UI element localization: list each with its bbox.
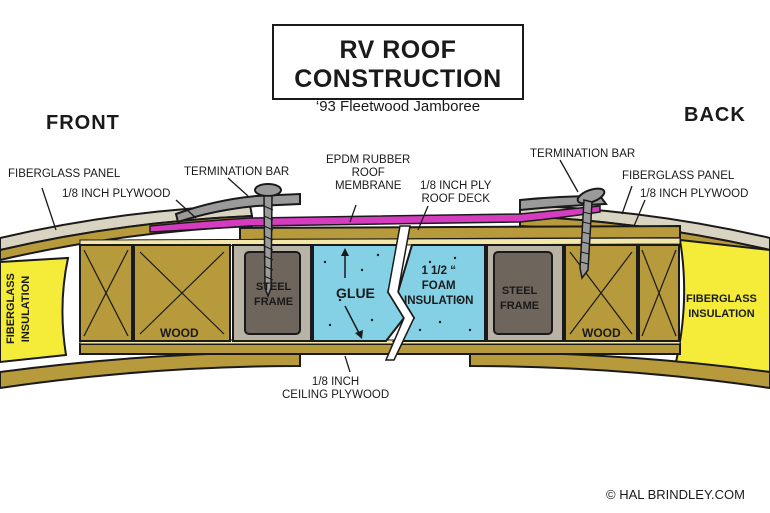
label-wood-right: WOOD	[582, 326, 621, 340]
screw-right-icon	[576, 187, 606, 280]
ceiling-curve-left	[0, 350, 301, 390]
callout-epdm-membrane: EPDM RUBBER ROOF MEMBRANE	[326, 154, 411, 192]
front-label: FRONT	[46, 112, 120, 134]
callout-ceiling-plywood: 1/8 INCH CEILING PLYWOOD	[282, 376, 390, 401]
callout-termination-bar-left: TERMINATION BAR	[184, 166, 290, 178]
label-steel-frame-right: STEEL FRAME	[500, 285, 540, 312]
arrowhead	[341, 248, 349, 256]
foam-speckles	[323, 253, 472, 332]
steel-frame-right	[493, 251, 553, 335]
callout-fiberglass-panel-right: FIBERGLASS PANEL	[622, 170, 735, 182]
callout-plywood-left: 1/8 INCH PLYWOOD	[62, 188, 171, 200]
diagram-subtitle: ‘93 Fleetwood Jamboree	[315, 98, 481, 115]
label-fiberglass-insulation-left: FIBERGLASS INSULATION	[5, 273, 32, 344]
steel-frame-left	[244, 251, 301, 335]
screw-left-icon	[254, 183, 282, 299]
title-box: RV ROOF CONSTRUCTION ‘93 Fleetwood Jambo…	[272, 24, 524, 115]
label-fiberglass-insulation-right: FIBERGLASS INSULATION	[686, 293, 757, 320]
credit-text: © HAL BRINDLEY.COM	[606, 487, 745, 502]
cutaway-break	[384, 225, 415, 361]
callout-termination-bar-right: TERMINATION BAR	[530, 148, 636, 160]
wood-cross-line	[83, 249, 129, 337]
epdm-rubber-membrane	[149, 205, 601, 233]
label-steel-frame-left: STEEL FRAME	[254, 281, 294, 308]
label-foam-insulation: 1 1/2 “ FOAM INSULATION	[404, 265, 474, 307]
back-label: BACK	[684, 104, 746, 126]
label-glue: GLUE	[336, 285, 375, 301]
wood-cross-line	[569, 251, 633, 335]
ceiling-plywood	[79, 343, 681, 355]
fiberglass-insulation-left-block	[0, 256, 70, 364]
callout-fiberglass-panel-left: FIBERGLASS PANEL	[8, 168, 121, 180]
callout-roof-deck: 1/8 INCH PLY ROOF DECK	[420, 180, 492, 205]
leader-lines	[41, 159, 646, 373]
diagram-title: RV ROOF CONSTRUCTION	[294, 36, 502, 93]
arrowhead	[355, 330, 363, 339]
label-wood-left: WOOD	[160, 326, 199, 340]
wood-cross-line	[641, 249, 677, 337]
glue-arrow-down	[344, 305, 361, 336]
callout-plywood-right: 1/8 INCH PLYWOOD	[640, 188, 749, 200]
wood-cross-line	[139, 251, 225, 335]
